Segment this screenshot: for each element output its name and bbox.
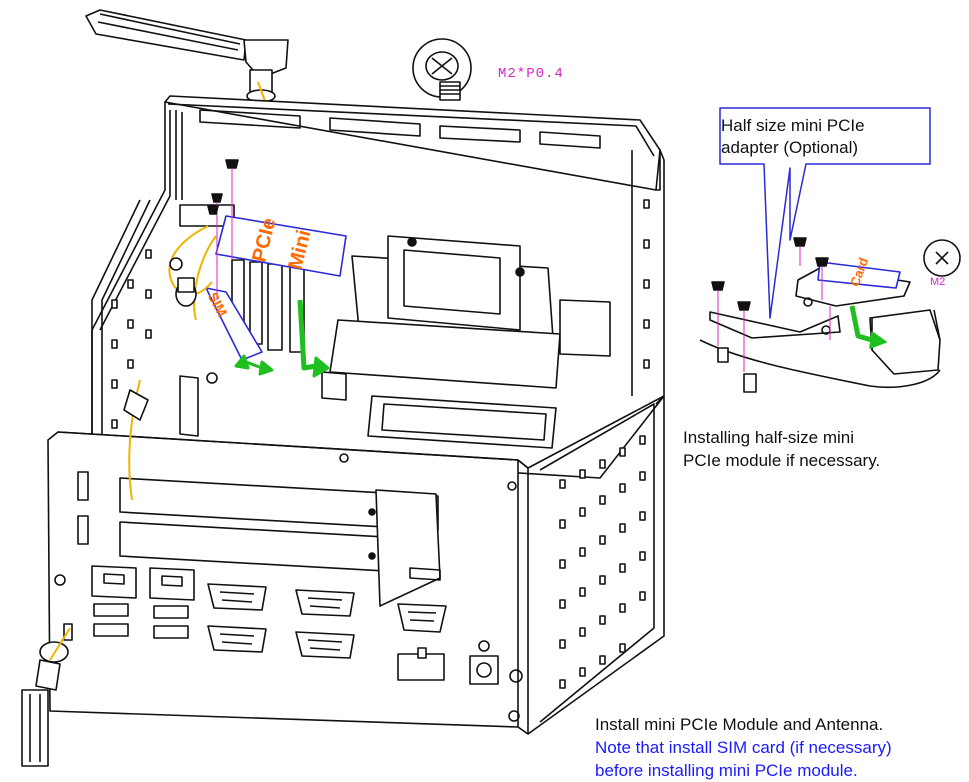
chassis [47, 95, 665, 735]
half-caption-line-1: Installing half-size mini [683, 428, 855, 447]
half-size-adapter-illustration [699, 237, 961, 393]
lan-port-icon [91, 565, 195, 601]
main-caption-line: Install mini PCIe Module and Antenna. [595, 715, 884, 734]
mini-pcie-card [205, 215, 347, 361]
screw-icon [207, 159, 239, 300]
antenna-connector [123, 257, 197, 421]
serial-port-icon [207, 583, 355, 659]
note-line-2: before installing mini PCIe module. [595, 761, 858, 780]
arrow-icon [234, 299, 330, 378]
small-screw-label: M2 [930, 276, 946, 288]
callout-text: Half size mini PCIe adapter (Optional) [721, 115, 931, 159]
callout-line-1: Half size mini PCIe [721, 116, 865, 135]
callout-line-2: adapter (Optional) [721, 138, 859, 157]
callout-bubble [719, 107, 931, 319]
large-screw-icon [412, 38, 472, 101]
usb-port-icon [93, 603, 189, 639]
bottom-antenna-icon [21, 623, 73, 767]
note-line-1: Note that install SIM card (if necessary… [595, 738, 892, 757]
top-antenna-icon [85, 9, 289, 105]
half-caption-line-2: PCIe module if necessary. [683, 451, 881, 470]
main-caption: Install mini PCIe Module and Antenna. No… [595, 713, 892, 782]
vga-port-icon [397, 603, 447, 633]
half-size-caption: Installing half-size mini PCIe module if… [683, 426, 953, 472]
screw-spec-label: M2*P0.4 [498, 66, 564, 82]
